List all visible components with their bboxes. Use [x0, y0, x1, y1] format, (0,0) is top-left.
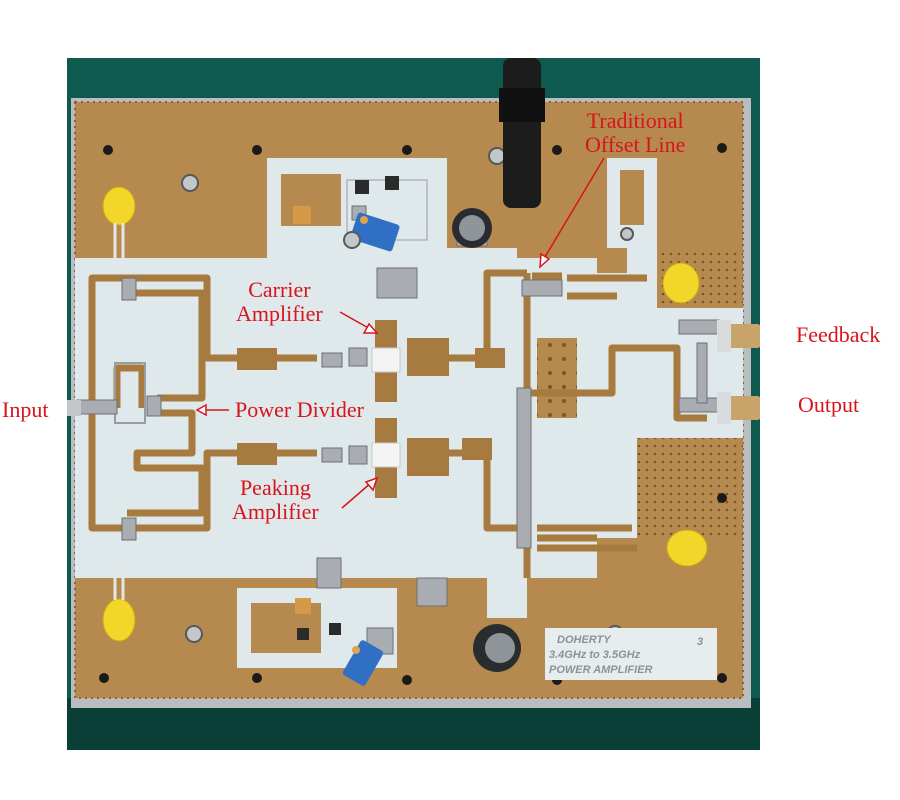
sma-connector-output [717, 392, 760, 424]
label-carrier-amplifier: Carrier Amplifier [236, 278, 323, 326]
amplifier-board-photo: DOHERTY 3.4GHz to 3.5GHz POWER AMPLIFIER… [67, 58, 760, 750]
label-offset-line-2: Offset Line [585, 132, 686, 157]
sma-input-stub [67, 400, 81, 416]
substrate-center [217, 258, 597, 578]
inductor-chips [297, 176, 399, 640]
divider-pads [237, 338, 505, 476]
carrier-transistor [371, 347, 401, 373]
tantalum-cap-bottom [295, 598, 311, 614]
label-output: Output [798, 392, 860, 417]
label-traditional-offset-line: Traditional Offset Line [585, 109, 685, 157]
silkscreen-line2: 3.4GHz to 3.5GHz [549, 649, 641, 661]
divider-loop [114, 362, 146, 424]
peaking-transistor [371, 442, 401, 468]
via-pad-right-lower [637, 438, 743, 538]
label-power-divider: Power Divider [235, 397, 364, 422]
sma-connector-feedback [717, 320, 760, 352]
label-offset-line-1: Traditional [586, 108, 684, 133]
trimmer-pot-bottom [342, 640, 384, 686]
via-pad-center [537, 338, 577, 418]
label-carrier-1: Carrier [248, 277, 311, 302]
silkscreen-line3: POWER AMPLIFIER [549, 664, 653, 676]
smd-components [76, 205, 720, 655]
label-input: Input [2, 397, 49, 422]
silkscreen-line1: DOHERTY [557, 634, 612, 646]
electrolytic-capacitor-bottom [473, 624, 521, 672]
trimmer-pot-top [350, 212, 400, 252]
yellow-capacitors [102, 186, 708, 642]
tantalum-cap-top [293, 206, 311, 224]
silkscreen-mark: 3 [697, 636, 703, 648]
label-peaking-2: Amplifier [232, 499, 319, 524]
power-cable [503, 58, 541, 208]
electrolytic-capacitor-top [452, 208, 492, 248]
silkscreen-area [545, 628, 717, 680]
label-feedback: Feedback [796, 322, 881, 347]
label-carrier-2: Amplifier [236, 301, 323, 326]
label-peaking-amplifier: Peaking Amplifier [232, 476, 319, 524]
label-peaking-1: Peaking [239, 475, 311, 500]
mounting-holes [99, 143, 727, 685]
